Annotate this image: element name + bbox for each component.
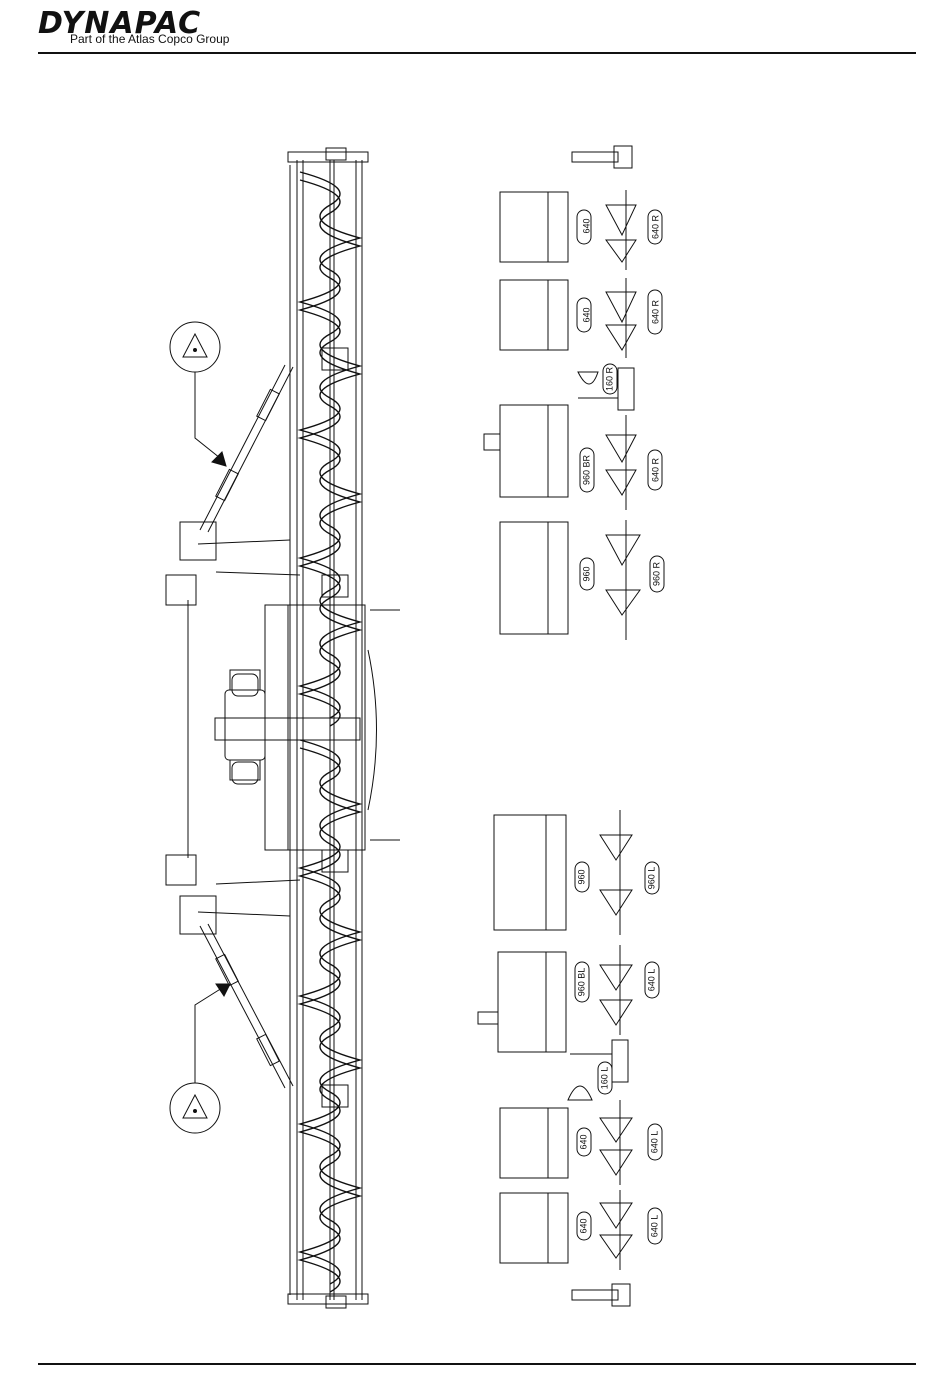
label-l3s: 160 L [599, 1067, 609, 1090]
label-l1b: 960 L [646, 867, 656, 890]
end-bearing-top [572, 146, 632, 168]
label-l1a: 960 [576, 869, 586, 884]
label-l2b: 640 L [646, 969, 656, 992]
label-l4b: 640 L [649, 1131, 659, 1154]
label-r3b: 640 R [650, 457, 660, 482]
footer-rule [38, 1363, 916, 1365]
center-gearbox [215, 605, 400, 850]
label-r4a: 960 [581, 566, 591, 581]
turnbuckle-bottom [200, 924, 293, 1088]
turnbuckle-top [200, 365, 293, 532]
extension-960-br [484, 405, 662, 510]
label-l4a: 640 [578, 1134, 588, 1149]
label-r4b: 960 R [651, 561, 661, 586]
label-r1a: 640 [581, 218, 591, 233]
end-bearing-bottom [572, 1284, 630, 1306]
warning-triangle-icon [170, 322, 226, 466]
label-r3s: 160 R [604, 366, 614, 391]
slewing-bearing-160-l [568, 1040, 628, 1100]
warning-triangle-icon [170, 984, 230, 1133]
extension-960-bl [478, 945, 659, 1052]
label-l5a: 640 [578, 1218, 588, 1233]
label-r3a: 960 BR [581, 454, 591, 485]
label-r2a: 640 [581, 307, 591, 322]
label-r1b: 640 R [650, 214, 660, 239]
tie-bar [166, 522, 300, 934]
label-l2a: 960 BL [576, 968, 586, 997]
label-r2b: 640 R [650, 299, 660, 324]
label-l5b: 640 L [649, 1215, 659, 1238]
